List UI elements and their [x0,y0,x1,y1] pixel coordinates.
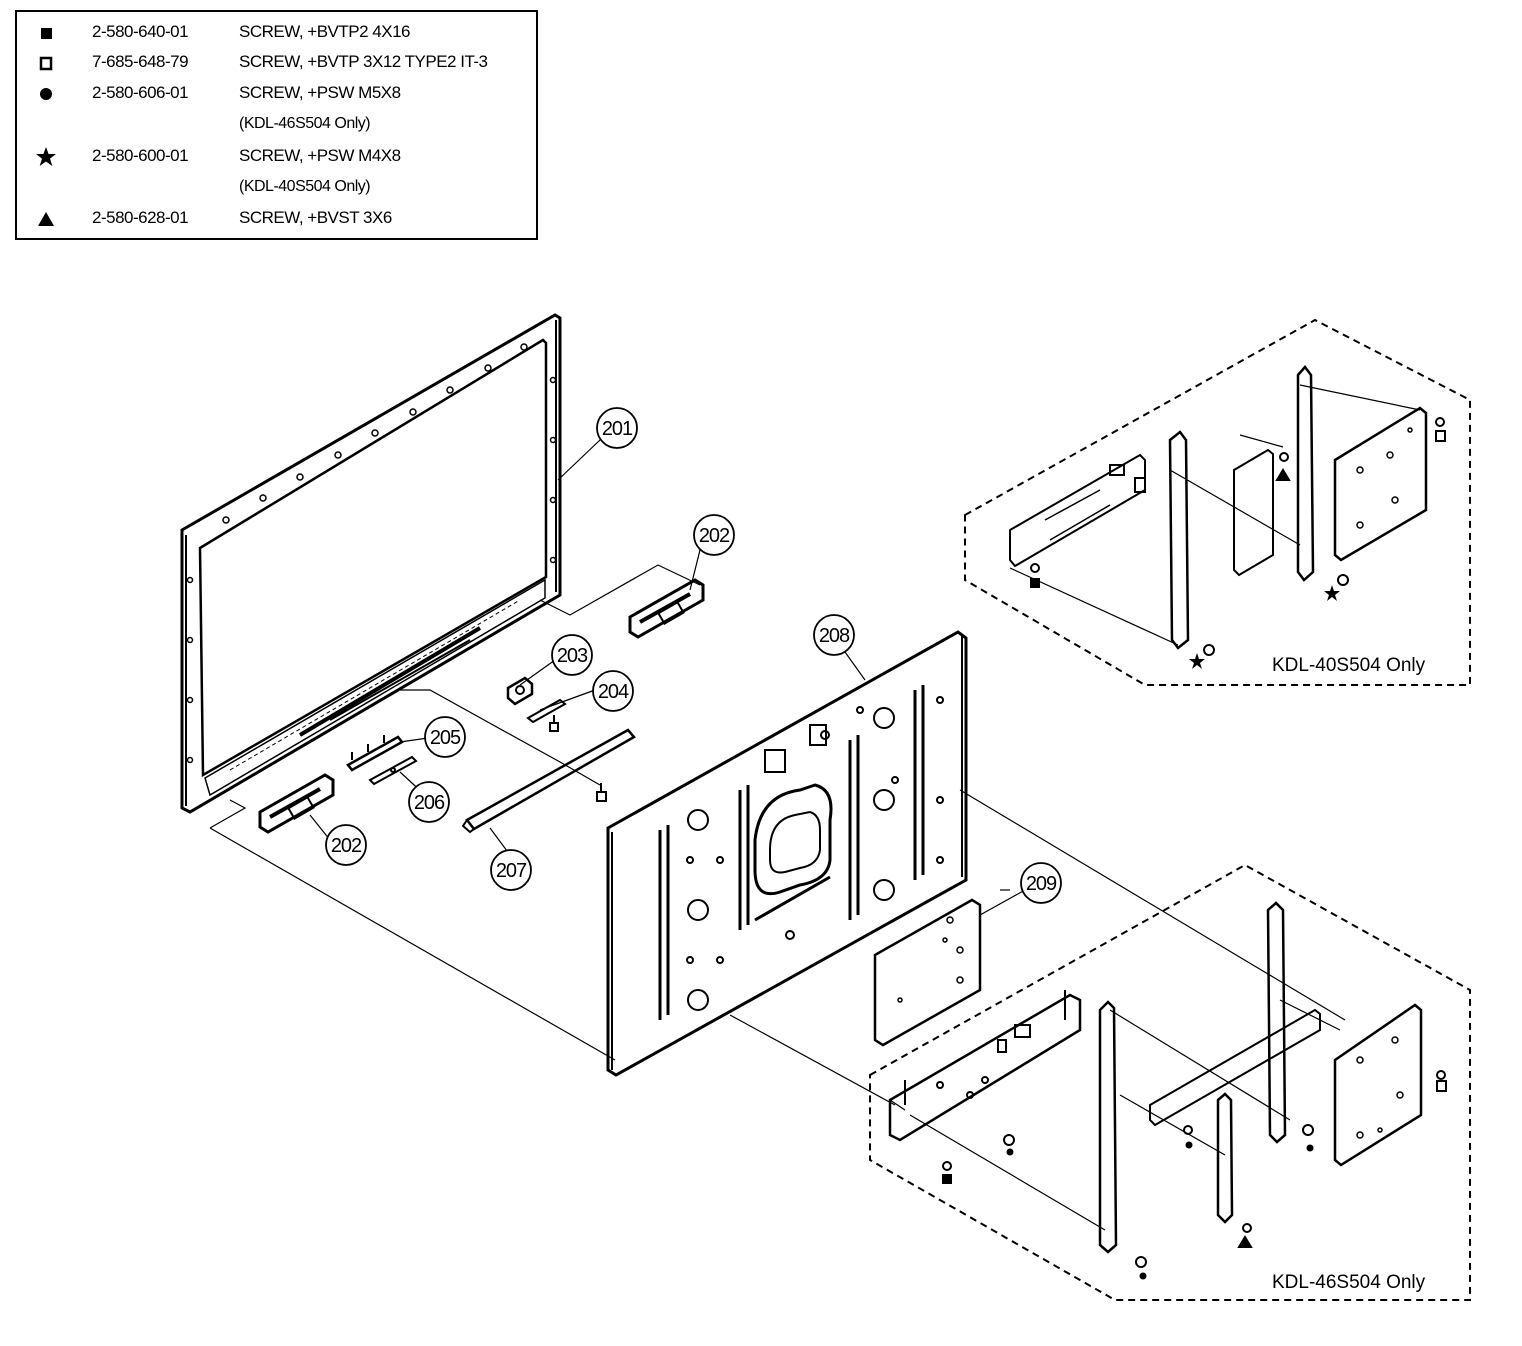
callout-206: 206 [408,781,450,823]
legend-row: 2-580-606-01 SCREW, +PSW M5X8 [17,79,536,105]
part-description: SCREW, +PSW M4X8 [239,146,401,165]
assembly-lines [209,384,1421,1231]
filled-triangle-icon [38,212,54,226]
callout-203: 203 [551,634,593,676]
kdl46-boundary [869,863,1471,1301]
callout-205: 205 [424,716,466,758]
callout-202-right: 202 [693,514,735,556]
speaker-right-part [628,578,705,639]
svg-text:205: 205 [430,727,461,749]
bracket-206-part [368,755,418,786]
legend-row: (KDL-40S504 Only) [17,174,536,200]
speaker-left-part [258,773,335,834]
callout-207: 207 [490,849,532,891]
filled-star-icon [36,147,56,166]
board-209-part [873,898,982,1047]
callout-204: 204 [592,670,634,712]
kdl40-group-label: KDL-40S504 Only [1272,655,1426,676]
part-number: 2-580-628-01 [92,208,189,227]
svg-text:202: 202 [699,525,730,547]
kdl46-brackets [888,901,1447,1280]
kdl40-brackets [1009,365,1446,669]
open-square-icon [39,56,53,71]
kdl46-group-label: KDL-46S504 Only [1272,1272,1426,1293]
filled-square-icon [41,28,52,39]
svg-text:209: 209 [1026,873,1057,895]
legend-row: 7-685-648-79 SCREW, +BVTP 3X12 TYPE2 IT-… [17,48,536,74]
filled-circle-icon [40,88,52,100]
bracket-205-part [346,735,404,772]
group-boundaries [869,318,1471,1301]
callout-209: 209 [1020,862,1062,904]
plate-204-part [526,698,567,732]
screw-legend: 2-580-640-01 SCREW, +BVTP2 4X16 7-685-64… [15,10,538,240]
part-description: SCREW, +BVST 3X6 [239,208,392,227]
rear-chassis-part [606,630,968,1077]
legend-row: 2-580-640-01 SCREW, +BVTP2 4X16 [17,18,536,44]
part-number: 2-580-600-01 [92,146,189,165]
model-note: (KDL-46S504 Only) [239,115,371,132]
svg-text:208: 208 [819,625,850,647]
cover-207-part [461,728,636,834]
part-description: SCREW, +BVTP2 4X16 [239,22,411,41]
part-number: 2-580-606-01 [92,83,189,102]
part-description: SCREW, +PSW M5X8 [239,83,401,102]
kdl40-boundary [964,318,1471,686]
callout-208: 208 [813,614,855,656]
callout-201: 201 [596,407,638,449]
svg-text:201: 201 [602,418,633,440]
svg-text:206: 206 [414,792,445,814]
bracket-203-part [506,676,534,706]
part-description: SCREW, +BVTP 3X12 TYPE2 IT-3 [239,52,488,71]
model-note: (KDL-40S504 Only) [239,178,371,195]
svg-text:203: 203 [557,645,588,667]
svg-text:204: 204 [598,681,629,703]
legend-row: 2-580-600-01 SCREW, +PSW M4X8 [17,142,536,168]
svg-text:202: 202 [331,835,362,857]
legend-row: (KDL-46S504 Only) [17,111,536,137]
part-number: 2-580-640-01 [92,22,189,41]
callouts: 201 202 202 203 204 205 206 207 [325,407,1062,904]
part-number: 7-685-648-79 [92,52,189,71]
svg-text:207: 207 [496,860,527,882]
legend-row: 2-580-628-01 SCREW, +BVST 3X6 [17,204,536,230]
callout-202-left: 202 [325,824,367,866]
front-bezel-part [180,313,562,814]
